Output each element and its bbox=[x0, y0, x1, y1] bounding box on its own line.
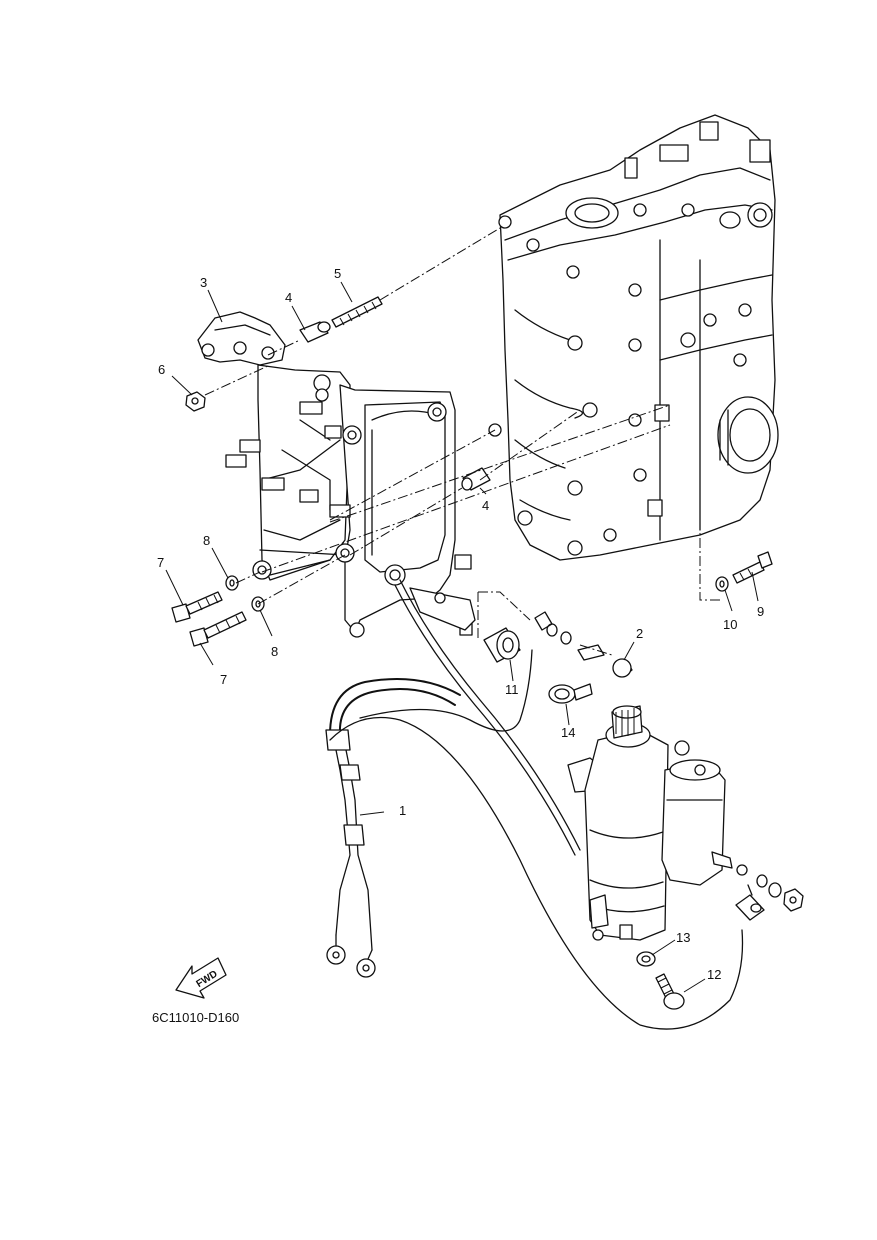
callout-9: 9 bbox=[757, 604, 764, 619]
washer-8-upper bbox=[225, 575, 239, 591]
callout-5: 5 bbox=[334, 266, 341, 281]
grommet-11 bbox=[483, 627, 521, 663]
callout-12: 12 bbox=[707, 967, 721, 982]
clamp-14 bbox=[548, 683, 593, 704]
bolt-9 bbox=[732, 551, 773, 584]
callout-3: 3 bbox=[200, 275, 207, 290]
washer-10 bbox=[715, 576, 729, 592]
callout-13: 13 bbox=[676, 930, 690, 945]
collar-4-lower bbox=[461, 467, 491, 491]
leader-lines bbox=[165, 281, 759, 993]
bolt-12 bbox=[655, 973, 685, 1010]
callout-4-lower: 4 bbox=[482, 498, 489, 513]
collar-4-upper bbox=[299, 321, 331, 343]
callout-10: 10 bbox=[723, 617, 737, 632]
stud-bolt-5 bbox=[331, 296, 383, 328]
nut-6 bbox=[185, 391, 206, 412]
diagram-code: 6C11010-D160 bbox=[152, 1010, 239, 1025]
engine-block bbox=[488, 114, 779, 561]
callout-7-upper: 7 bbox=[157, 555, 164, 570]
callout-2: 2 bbox=[636, 626, 643, 641]
callout-11: 11 bbox=[505, 682, 519, 697]
callout-8-upper: 8 bbox=[203, 533, 210, 548]
engine-bracket bbox=[225, 364, 476, 638]
callout-6: 6 bbox=[158, 362, 165, 377]
bracket-piece-3 bbox=[197, 311, 286, 366]
fwd-arrow-icon: FWD bbox=[175, 957, 227, 999]
callout-1: 1 bbox=[399, 803, 406, 818]
assembly-lines bbox=[204, 227, 722, 656]
callout-8-lower: 8 bbox=[271, 644, 278, 659]
callout-labels: 1 2 3 4 4 5 6 7 7 8 8 9 10 11 12 13 14 bbox=[157, 266, 764, 982]
bolt-7-lower bbox=[189, 611, 247, 647]
callout-4-upper: 4 bbox=[285, 290, 292, 305]
starter-nut-and-washer bbox=[756, 874, 804, 912]
cable-terminal-starter bbox=[735, 884, 765, 921]
callout-14: 14 bbox=[561, 725, 575, 740]
starter-cable bbox=[329, 579, 744, 1030]
starter-motor bbox=[567, 705, 748, 941]
terminal-screw-2 bbox=[534, 611, 633, 678]
washer-13 bbox=[636, 951, 656, 967]
callout-7-lower: 7 bbox=[220, 672, 227, 687]
bolt-7-upper bbox=[171, 591, 223, 623]
wire-harness-1 bbox=[325, 649, 533, 978]
